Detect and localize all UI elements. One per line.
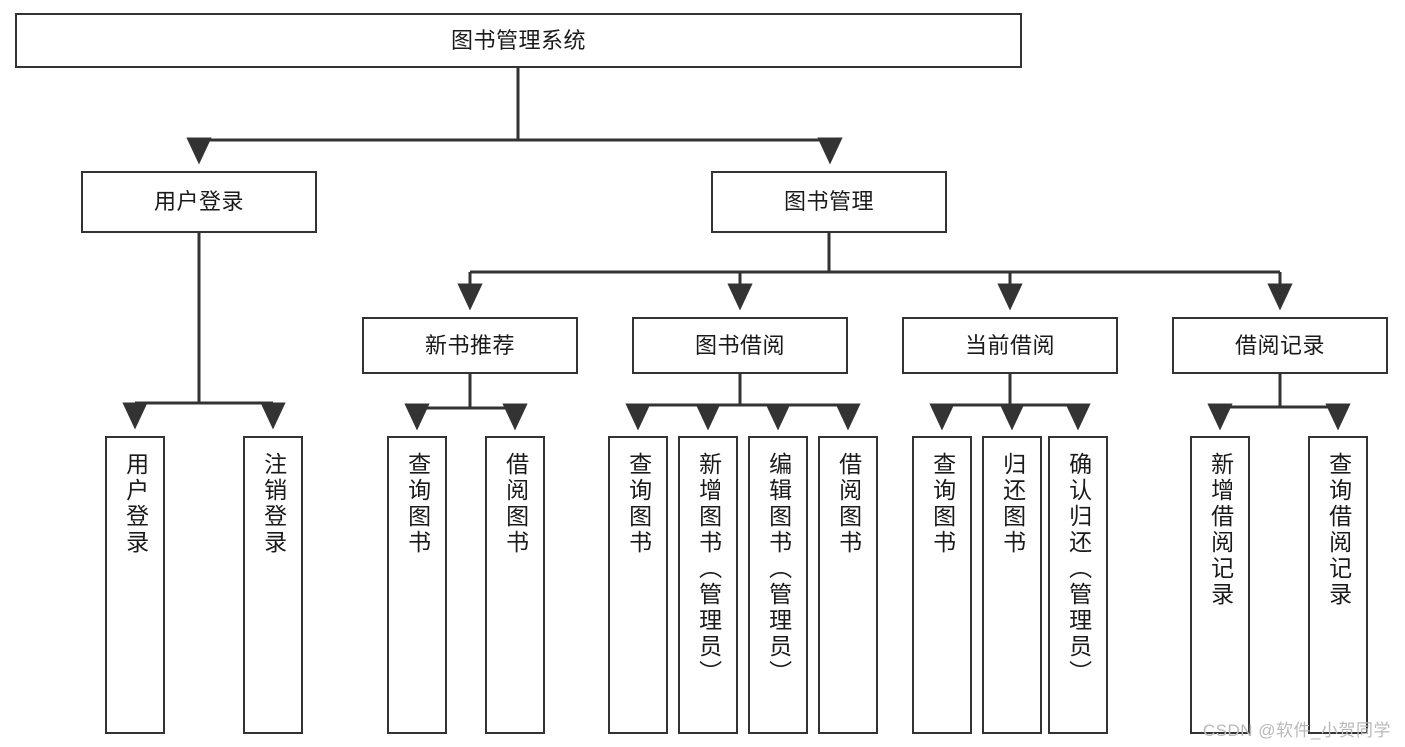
node-leaf-add-book[interactable]: 新增图书（管理员） (678, 436, 738, 734)
node-book-borrow-label: 图书借阅 (694, 332, 785, 358)
node-book-manage[interactable]: 图书管理 (711, 171, 947, 233)
node-leaf-edit-book-label: 编辑图书（管理员） (765, 452, 792, 686)
node-root-label: 图书管理系统 (450, 27, 586, 53)
node-borrow-record[interactable]: 借阅记录 (1172, 317, 1388, 374)
node-leaf-return-book[interactable]: 归还图书 (982, 436, 1042, 734)
node-leaf-return-book-label: 归还图书 (999, 452, 1026, 556)
node-new-book-recommend[interactable]: 新书推荐 (362, 317, 578, 374)
node-leaf-add-borrow-record-label: 新增借阅记录 (1207, 452, 1234, 608)
node-leaf-query-book-3-label: 查询图书 (929, 452, 956, 556)
node-leaf-query-borrow-record-label: 查询借阅记录 (1325, 452, 1352, 608)
node-user-login-label: 用户登录 (153, 189, 244, 215)
node-new-book-recommend-label: 新书推荐 (424, 332, 515, 358)
node-leaf-query-book-2[interactable]: 查询图书 (608, 436, 668, 734)
node-current-borrow-label: 当前借阅 (964, 332, 1055, 358)
node-book-borrow[interactable]: 图书借阅 (632, 317, 848, 374)
node-leaf-user-login[interactable]: 用户登录 (105, 436, 165, 734)
node-leaf-user-logout-label: 注销登录 (260, 452, 287, 556)
node-leaf-borrow-book-1-label: 借阅图书 (502, 452, 529, 556)
node-leaf-add-borrow-record[interactable]: 新增借阅记录 (1190, 436, 1250, 734)
node-borrow-record-label: 借阅记录 (1234, 332, 1325, 358)
node-leaf-user-logout[interactable]: 注销登录 (243, 436, 303, 734)
node-leaf-query-book-3[interactable]: 查询图书 (912, 436, 972, 734)
node-leaf-confirm-return-label: 确认归还（管理员） (1065, 452, 1092, 686)
node-leaf-user-login-label: 用户登录 (122, 452, 149, 556)
node-leaf-borrow-book-2[interactable]: 借阅图书 (818, 436, 878, 734)
node-leaf-query-book-1[interactable]: 查询图书 (387, 436, 447, 734)
node-leaf-add-book-label: 新增图书（管理员） (695, 452, 722, 686)
node-current-borrow[interactable]: 当前借阅 (902, 317, 1118, 374)
node-leaf-confirm-return[interactable]: 确认归还（管理员） (1048, 436, 1108, 734)
node-leaf-query-borrow-record[interactable]: 查询借阅记录 (1308, 436, 1368, 734)
node-leaf-query-book-2-label: 查询图书 (625, 452, 652, 556)
node-leaf-edit-book[interactable]: 编辑图书（管理员） (748, 436, 808, 734)
node-user-login[interactable]: 用户登录 (81, 171, 317, 233)
node-leaf-borrow-book-1[interactable]: 借阅图书 (485, 436, 545, 734)
watermark-text: CSDN @软件_小贺同学 (1202, 721, 1391, 740)
node-leaf-query-book-1-label: 查询图书 (404, 452, 431, 556)
node-leaf-borrow-book-2-label: 借阅图书 (835, 452, 862, 556)
node-root[interactable]: 图书管理系统 (15, 13, 1022, 68)
node-book-manage-label: 图书管理 (783, 189, 874, 215)
